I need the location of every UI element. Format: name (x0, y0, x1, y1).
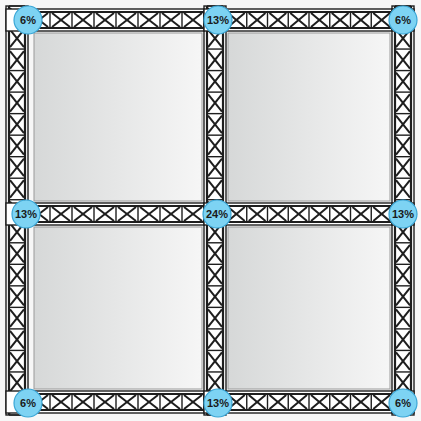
percent-label: 13% (207, 397, 229, 409)
panel (34, 33, 202, 201)
percent-label: 6% (395, 14, 411, 26)
load-circle: 6% (388, 388, 418, 418)
percent-label: 13% (15, 208, 37, 220)
truss-beams (6, 6, 414, 415)
load-circle: 6% (13, 388, 43, 418)
panel (34, 227, 202, 389)
load-circle: 13% (203, 5, 233, 35)
load-circle: 6% (13, 5, 43, 35)
percent-label: 13% (207, 14, 229, 26)
percent-label: 24% (206, 208, 228, 220)
panel (228, 227, 390, 389)
load-circle: 13% (11, 199, 41, 229)
percent-label: 6% (395, 397, 411, 409)
load-circle: 13% (203, 388, 233, 418)
load-circle: 24% (202, 199, 232, 229)
panel (228, 33, 390, 201)
load-circle: 6% (388, 5, 418, 35)
load-circle: 13% (388, 199, 418, 229)
percent-label: 6% (20, 397, 36, 409)
percent-label: 6% (20, 14, 36, 26)
percent-label: 13% (392, 208, 414, 220)
